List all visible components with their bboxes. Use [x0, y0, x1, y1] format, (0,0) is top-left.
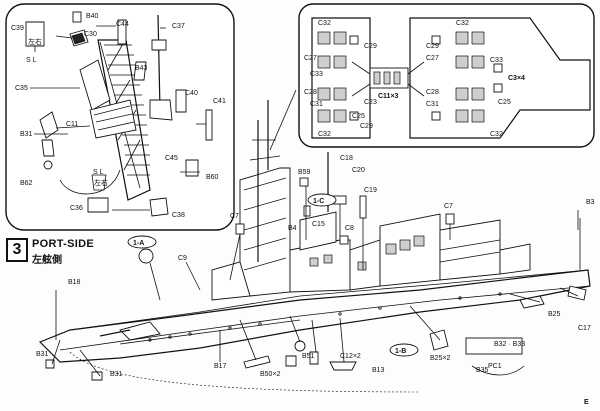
- label-b50x2: B50×2: [260, 371, 281, 378]
- callout-1a: 1-A: [133, 240, 144, 247]
- step-number-box: 3: [6, 238, 28, 262]
- label-c7a: C7: [230, 213, 239, 220]
- label-c17: C17: [578, 325, 591, 332]
- label-c27-l: C27: [304, 55, 317, 62]
- label-b17: B17: [214, 363, 227, 370]
- label-b25: B25: [548, 311, 561, 318]
- label-c45: C45: [165, 155, 178, 162]
- step-title-jp: 左舷側: [32, 255, 62, 266]
- main-labels: C18 C20 B59 C19 C7 C15 C8 B4 C9 B18 C7 B…: [36, 155, 595, 378]
- label-b13: B13: [372, 367, 385, 374]
- connector-arrow: [269, 89, 297, 151]
- label-b60: B60: [206, 174, 219, 181]
- callout-center: C11×3: [378, 93, 399, 100]
- label-c32-r: C32: [456, 20, 469, 27]
- label-b3: B3: [586, 199, 595, 206]
- mast-ladder-structure: [79, 14, 173, 201]
- small-parts-left: [25, 11, 213, 217]
- note-bottom: 左右: [94, 178, 108, 187]
- superstructure: [55, 100, 581, 341]
- label-c28-r: C28: [426, 89, 439, 96]
- small-parts-main: [45, 177, 587, 381]
- label-c31-l: C31: [310, 101, 323, 108]
- label-c25-l: C25: [352, 113, 365, 120]
- label-c39: C39: [11, 25, 24, 32]
- legend-box: B32 · B33 PC1: [471, 341, 525, 376]
- label-c29-lb: C29: [360, 123, 373, 130]
- label-c30: C30: [84, 31, 97, 38]
- label-b40: B40: [86, 13, 99, 20]
- sl-label-top: S L: [26, 57, 37, 64]
- label-c23: C23: [364, 99, 377, 106]
- callout-1c: 1-C: [313, 198, 324, 205]
- label-c44: C44: [116, 21, 129, 28]
- vent-blocks-left: [317, 31, 359, 123]
- note-top: 左右: [28, 37, 42, 46]
- label-c18: C18: [340, 155, 353, 162]
- ship-hull: [38, 269, 591, 363]
- label-b31a: B31: [36, 351, 49, 358]
- label-b25x2: B25×2: [430, 355, 451, 362]
- label-b31b: B31: [110, 371, 123, 378]
- corner-mark: E: [584, 399, 589, 406]
- step-number: 3: [12, 241, 22, 258]
- detail-right-panel: C32 C29 C27 C33 C28 C31 C23 C25 C32 C29 …: [298, 3, 595, 148]
- legend-sub: PC1: [488, 363, 502, 370]
- label-c36: C36: [70, 205, 83, 212]
- label-c33-l: C33: [310, 71, 323, 78]
- leader-lines-left: [30, 25, 206, 211]
- label-c11: C11: [66, 121, 78, 128]
- label-c7b: C7: [444, 203, 453, 210]
- sl-label-bottom: S L: [93, 169, 104, 176]
- vent-blocks-right: [431, 31, 503, 123]
- label-c32-l: C32: [318, 20, 331, 27]
- label-b51: B51: [302, 353, 315, 360]
- label-c29-r: C29: [426, 43, 439, 50]
- label-c37: C37: [172, 23, 185, 30]
- detail-left-panel: C39 B40 C44 C37 C30 B43 C35 C40 C41 B31 …: [5, 3, 235, 231]
- label-c15: C15: [312, 221, 325, 228]
- label-c41: C41: [213, 98, 226, 105]
- label-c9: C9: [178, 255, 187, 262]
- label-b35: B35: [476, 367, 489, 374]
- label-c31-r: C31: [426, 101, 439, 108]
- callout-1b: 1-B: [395, 348, 406, 355]
- hull-portholes: [148, 292, 502, 342]
- label-b62: B62: [20, 180, 33, 187]
- label-c12x2: C12×2: [340, 353, 361, 360]
- label-c8: C8: [345, 225, 354, 232]
- step-title: PORT-SIDE: [32, 238, 94, 250]
- leader-lines-main: [51, 186, 579, 393]
- label-b59: B59: [298, 169, 311, 176]
- label-b31: B31: [20, 131, 33, 138]
- callout-right: C3×4: [508, 75, 525, 82]
- label-b43: B43: [135, 65, 148, 72]
- label-c29-l: C29: [364, 43, 377, 50]
- legend-text: B32 · B33: [494, 341, 525, 348]
- label-c40: C40: [185, 90, 198, 97]
- circled-callouts: 1-A 1-B 1-C: [127, 193, 419, 357]
- label-c19: C19: [364, 187, 377, 194]
- label-c33-r: C33: [490, 57, 503, 64]
- label-b18: B18: [68, 279, 81, 286]
- label-c27-r: C27: [426, 55, 439, 62]
- label-c32-lb: C32: [318, 131, 331, 138]
- label-c35: C35: [15, 85, 28, 92]
- label-c20: C20: [352, 167, 365, 174]
- label-b4: B4: [288, 225, 297, 232]
- step-header: 3 PORT-SIDE 左舷側: [6, 238, 126, 266]
- label-c32-rb: C32: [490, 131, 503, 138]
- label-c28-l: C28: [304, 89, 317, 96]
- label-c38: C38: [172, 212, 185, 219]
- label-c25-r: C25: [498, 99, 511, 106]
